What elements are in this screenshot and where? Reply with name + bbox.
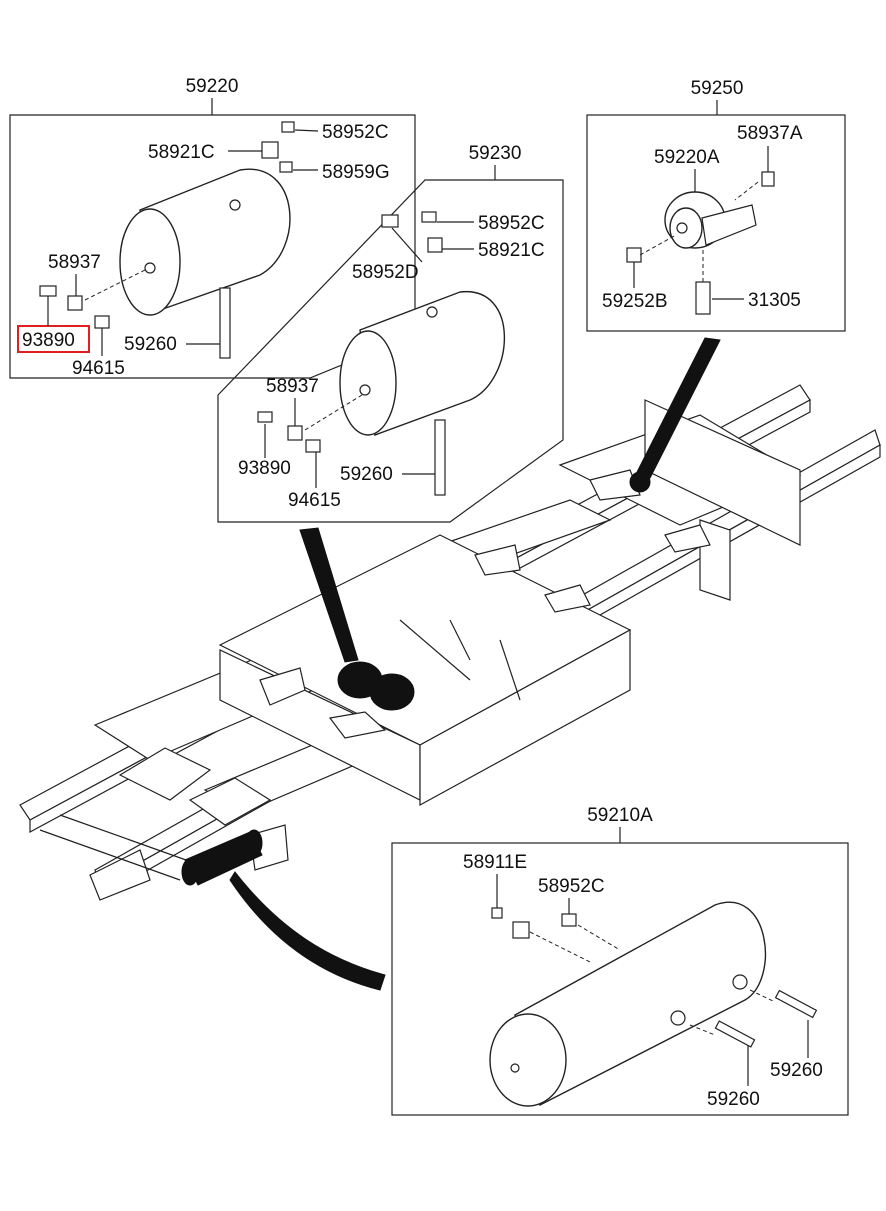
- label-59260-c: 59260: [707, 1089, 760, 1110]
- part-93890: [39, 285, 57, 297]
- label-59260-b: 59260: [340, 464, 393, 485]
- label-58952C: 58952C: [322, 122, 389, 143]
- label-94615-b: 94615: [288, 490, 341, 511]
- chassis-frame: [19, 384, 881, 901]
- part-58952C: [281, 121, 295, 133]
- group-59250: 59250 58937A 59220A 59252B 31305: [586, 78, 846, 332]
- part-93890-b: [257, 411, 273, 423]
- label-59260-d: 59260: [770, 1060, 823, 1081]
- part-58911E: [491, 907, 503, 919]
- part-58959G: [279, 161, 293, 173]
- label-58911E: 58911E: [463, 852, 527, 873]
- part-58921C: [261, 141, 279, 159]
- label-59260: 59260: [124, 334, 177, 355]
- part-58911E-adapter: [512, 921, 530, 939]
- group-59230: 59230 58952C 58921C 58952D 58937 93890 5…: [217, 143, 564, 523]
- air-tank-59230: [339, 291, 506, 436]
- label-58952D: 58952D: [352, 262, 419, 283]
- part-58937: [67, 295, 83, 311]
- label-58937: 58937: [48, 252, 101, 273]
- part-59260: [219, 287, 231, 359]
- group-59220: 59220 58952C 58921C 58959G 58937 93890 5…: [9, 76, 416, 379]
- part-58952C-c: [561, 913, 577, 927]
- highlight-box-93890: [17, 325, 90, 353]
- label-93890-b: 93890: [238, 458, 291, 479]
- tank-location-marker-4: [181, 829, 263, 886]
- part-94615-b: [305, 439, 321, 453]
- part-31305: [695, 281, 711, 315]
- part-58952D: [381, 214, 399, 228]
- group-label-59220: 59220: [186, 76, 239, 97]
- label-58937A: 58937A: [737, 123, 803, 144]
- label-94615: 94615: [72, 358, 125, 379]
- label-58921C: 58921C: [148, 142, 215, 163]
- label-59220A: 59220A: [654, 147, 720, 168]
- group-label-59230: 59230: [469, 143, 522, 164]
- air-tank-59210A: [489, 901, 766, 1107]
- part-59260-c: [714, 1020, 756, 1048]
- part-58921C-b: [427, 237, 443, 253]
- part-58952C-b: [421, 211, 437, 223]
- chamber-59220A: [664, 191, 757, 249]
- label-58952C-b: 58952C: [478, 213, 545, 234]
- group-59210A: 59210A 58911E 58952C 59260 59260: [391, 805, 849, 1116]
- label-58952C-c: 58952C: [538, 876, 605, 897]
- tank-location-marker-2: [369, 673, 415, 711]
- label-93890: 93890: [22, 330, 75, 351]
- location-pointers: [181, 337, 721, 991]
- air-tank-59220: [119, 168, 291, 316]
- part-58937A: [761, 171, 775, 187]
- tank-location-marker-3: [629, 471, 651, 493]
- part-59260-b: [434, 419, 446, 496]
- part-58937-b: [287, 425, 303, 441]
- label-58959G: 58959G: [322, 162, 390, 183]
- label-58937-b: 58937: [266, 376, 319, 397]
- label-58921C-b: 58921C: [478, 240, 545, 261]
- part-59252B: [626, 247, 642, 263]
- part-59260-d: [774, 989, 818, 1019]
- group-label-59210A: 59210A: [587, 805, 653, 826]
- part-94615: [94, 315, 110, 329]
- group-label-59250: 59250: [691, 78, 744, 99]
- label-59252B: 59252B: [602, 291, 668, 312]
- label-31305: 31305: [748, 290, 801, 311]
